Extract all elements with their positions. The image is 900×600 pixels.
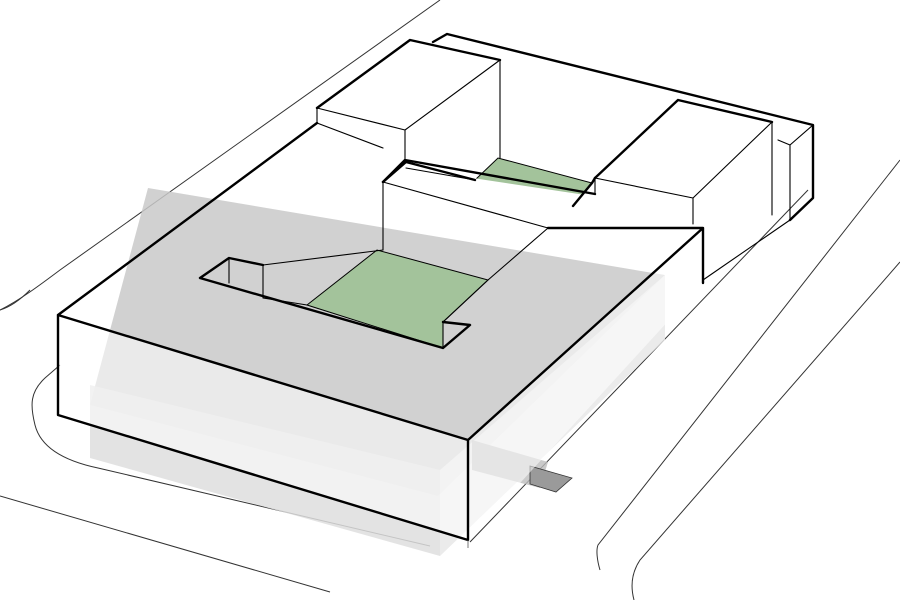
podium-front-face xyxy=(58,315,468,540)
tall-block-right-top xyxy=(595,100,772,198)
street-curb-east-outer xyxy=(631,261,900,600)
rear-slab-end-edges xyxy=(777,124,814,221)
tall-block-left-front xyxy=(405,60,500,158)
courtyard-front-walls xyxy=(262,227,549,349)
tall-block-right-front xyxy=(693,122,772,224)
tall-block-right-outline xyxy=(593,98,774,180)
ramp-entry xyxy=(529,465,573,493)
street-curb-east xyxy=(596,159,900,571)
building-massing xyxy=(56,32,815,548)
street-curb-northwest-inner xyxy=(0,289,31,311)
tall-block-right-edges xyxy=(594,121,791,281)
block-edge-west xyxy=(31,364,431,547)
podium-outline xyxy=(56,121,705,542)
tall-block-left-edges xyxy=(316,59,501,161)
inner-bar-top xyxy=(383,168,592,228)
block-edge-west-lower xyxy=(0,495,331,593)
tall-block-left-top xyxy=(317,40,500,130)
podium-end-face xyxy=(468,228,703,540)
street-curb-northwest xyxy=(0,0,441,311)
tall-block-left-outline xyxy=(315,38,502,110)
